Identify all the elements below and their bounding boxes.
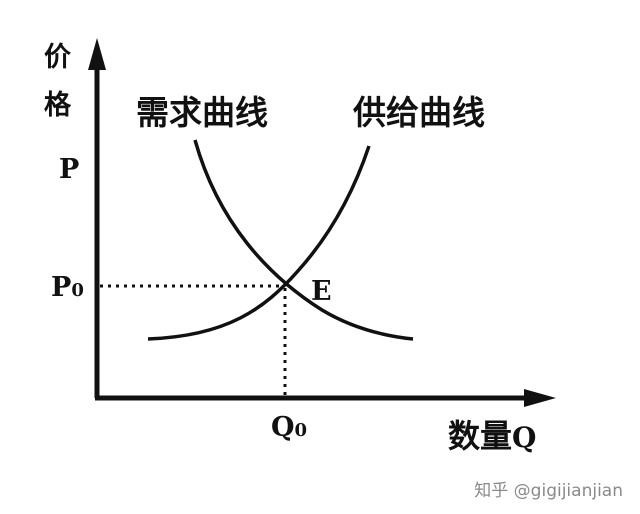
x-axis-label-text: 数量: [448, 417, 512, 455]
y-axis-label-line2: 格: [44, 90, 72, 121]
y-axis-label-line1: 价: [44, 42, 72, 73]
supply-curve-label: 供给曲线: [353, 93, 485, 132]
equilibrium-quantity-letter: Q: [271, 412, 295, 443]
demand-curve-label: 需求曲线: [136, 93, 268, 132]
equilibrium-quantity-subscript: 0: [295, 420, 308, 441]
equilibrium-price-letter: P: [51, 272, 71, 303]
y-axis-arrowhead: [88, 38, 106, 70]
demand-curve: [193, 139, 414, 341]
equilibrium-point-label: E: [311, 276, 332, 307]
equilibrium-price-subscript: 0: [71, 280, 84, 301]
x-axis-label-symbol: Q: [512, 421, 536, 454]
x-axis-arrowhead: [524, 389, 556, 407]
equilibrium-quantity-label: Q0: [271, 412, 307, 443]
equilibrium-price-label: P0: [51, 272, 84, 303]
y-axis-symbol: P: [59, 154, 79, 185]
x-axis-label: 数量Q: [448, 417, 536, 455]
watermark: 知乎 @gigijianjian: [474, 481, 623, 501]
supply-curve: [147, 145, 371, 341]
